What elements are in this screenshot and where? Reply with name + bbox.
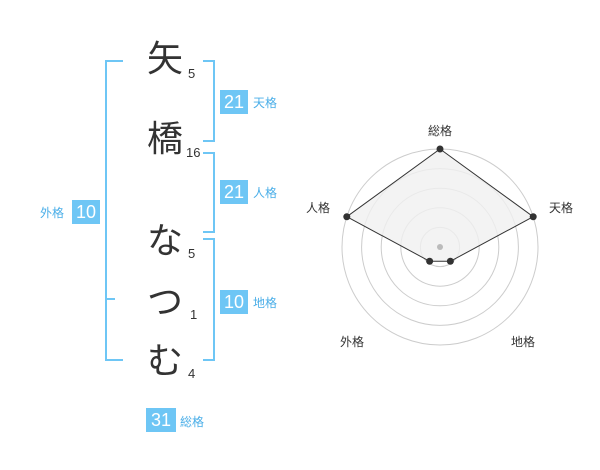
tenkaku-bracket bbox=[203, 60, 215, 142]
name-char-5: む bbox=[146, 341, 183, 382]
radar-point bbox=[436, 145, 444, 153]
gaikaku-value: 10 bbox=[72, 200, 100, 224]
gaikaku-bracket bbox=[105, 60, 123, 361]
stroke-count-5: 4 bbox=[188, 366, 196, 381]
chikaku-bracket bbox=[203, 238, 215, 361]
stroke-count-4: 1 bbox=[190, 307, 198, 322]
jinkaku-label: 人格 bbox=[253, 186, 278, 200]
soukaku-label: 総格 bbox=[180, 415, 205, 429]
radar-center-dot bbox=[437, 244, 443, 250]
stroke-count-2: 16 bbox=[186, 145, 201, 160]
stroke-count-1: 5 bbox=[188, 66, 196, 81]
radar-axis-label-tenkaku: 天格 bbox=[549, 201, 574, 215]
chikaku-value: 10 bbox=[220, 290, 248, 314]
radar-axis-label-jinkaku: 人格 bbox=[306, 201, 331, 215]
radar-axis-label-soukaku: 総格 bbox=[428, 124, 453, 138]
radar-point bbox=[343, 213, 351, 221]
soukaku-value: 31 bbox=[146, 408, 176, 432]
tenkaku-label: 天格 bbox=[253, 96, 278, 110]
radar-axis-label-chikaku: 地格 bbox=[511, 335, 536, 349]
jinkaku-value: 21 bbox=[220, 180, 248, 204]
radar-point bbox=[426, 257, 434, 265]
name-char-3: な bbox=[146, 221, 183, 262]
stroke-count-3: 5 bbox=[188, 246, 196, 261]
radar-polygon bbox=[345, 148, 535, 262]
gaikaku-label: 外格 bbox=[40, 206, 65, 220]
radar-point bbox=[446, 257, 454, 265]
tenkaku-value: 21 bbox=[220, 90, 248, 114]
radar-point bbox=[529, 213, 537, 221]
gaikaku-bracket-mid bbox=[105, 298, 115, 300]
chikaku-label: 地格 bbox=[253, 296, 278, 310]
name-char-2: 橋 bbox=[146, 119, 183, 160]
radar-axis-label-gaikaku: 外格 bbox=[340, 335, 365, 349]
jinkaku-bracket bbox=[203, 152, 215, 233]
name-char-1: 矢 bbox=[146, 39, 183, 80]
name-char-4: つ bbox=[146, 282, 183, 323]
radar-points bbox=[343, 145, 537, 265]
